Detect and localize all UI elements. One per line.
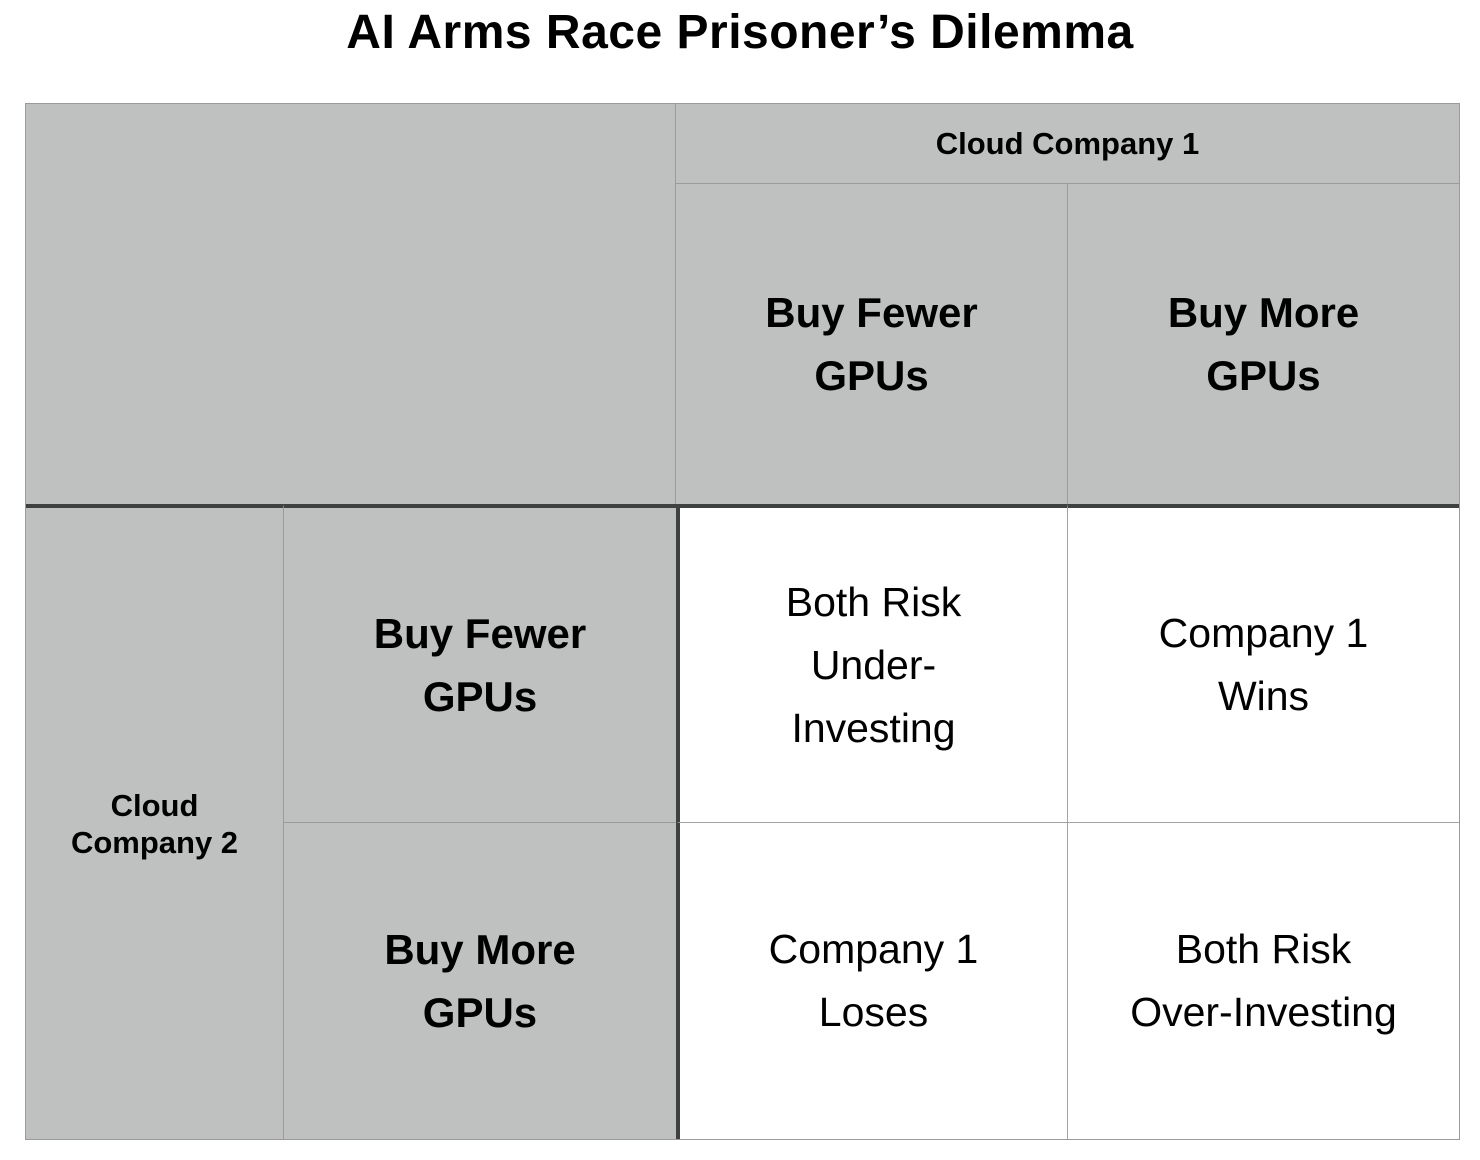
payoff-matrix: Cloud Company 1 Buy Fewer GPUs Buy More …	[25, 103, 1460, 1140]
column-player-name: Cloud Company 1	[676, 104, 1459, 184]
row-strategy-buy-more-gpus: Buy More GPUs	[384, 926, 576, 1036]
column-strategy-buy-fewer-gpus: Buy Fewer GPUs	[676, 184, 1068, 504]
outcome-company-1-wins: Company 1 Wins	[1068, 504, 1459, 823]
page-title: AI Arms Race Prisoner’s Dilemma	[346, 6, 1134, 59]
matrix-corner-blank	[26, 104, 676, 504]
column-strategy-buy-more-gpus: Buy More GPUs	[1167, 289, 1360, 399]
outcome-both-risk-over-investing: Both Risk Over-Investing	[1068, 823, 1459, 1139]
row-strategy-buy-fewer-gpus: Buy Fewer GPUs	[284, 504, 676, 823]
row-player-name: Cloud Company 2	[26, 504, 284, 1139]
outcome-company-1-loses: Company 1 Loses	[676, 823, 1068, 1139]
outcome-both-risk-under-investing: Both Risk Under- Investing	[676, 504, 1068, 823]
